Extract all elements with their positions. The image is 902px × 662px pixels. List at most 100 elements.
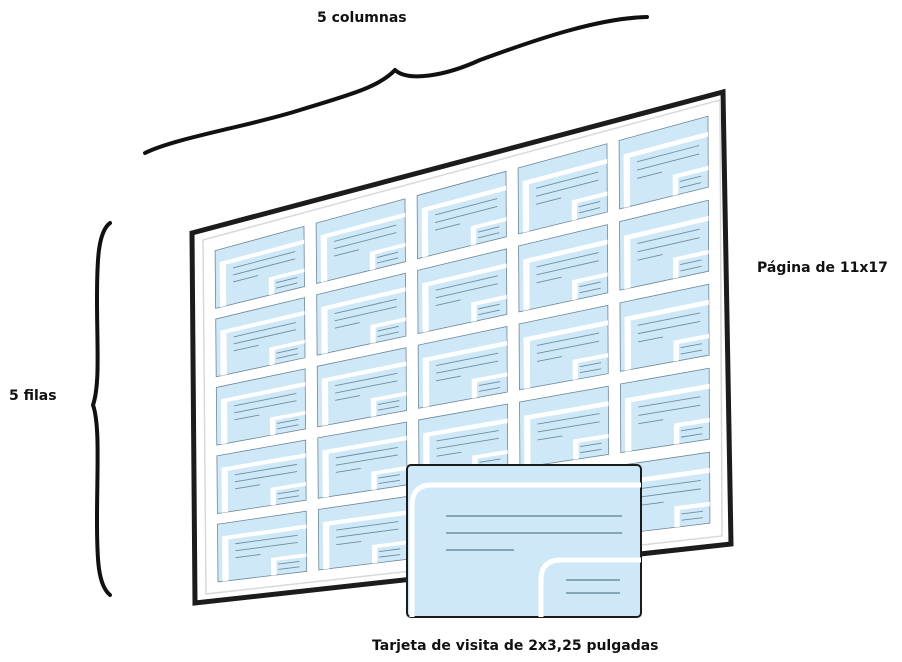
columns-brace (143, 15, 649, 155)
card-text-line (578, 201, 601, 208)
card-text-line (435, 299, 461, 306)
card-accent (268, 268, 305, 296)
card-text-line (637, 237, 700, 253)
card-text-line (378, 474, 400, 479)
card-accent (573, 433, 609, 460)
card-accent (623, 131, 709, 208)
rows-label: 5 filas (9, 388, 57, 404)
card-text-line (234, 393, 297, 407)
card-text-line (478, 309, 500, 316)
card-accent (470, 217, 507, 246)
card-text-line (536, 252, 599, 268)
card-text-line (636, 153, 700, 171)
card-text-line (638, 501, 664, 506)
card-text-line (436, 375, 462, 382)
card-text-line (235, 554, 261, 559)
card-accent (572, 272, 608, 301)
card-accent (321, 287, 406, 355)
card-text-line (275, 282, 298, 289)
card-accent (370, 317, 406, 344)
card-text-line (478, 387, 501, 392)
card-text-line (376, 257, 399, 264)
card-accent (271, 553, 307, 576)
card-text-line (477, 226, 500, 233)
card-text-line (479, 458, 501, 463)
card-text-line (637, 312, 701, 326)
card-text-line (679, 182, 702, 189)
card-accent (220, 310, 305, 376)
card-text-line (333, 224, 397, 242)
card-text-line (376, 251, 399, 258)
card-text-line (336, 540, 362, 546)
card-accent (221, 453, 306, 513)
card-text-line (234, 463, 298, 476)
card-text-line (436, 451, 462, 457)
card-text-line (334, 322, 360, 329)
card-text-line (377, 325, 399, 332)
card-text-line (536, 260, 599, 276)
card-text-line (335, 380, 398, 394)
card-text-line (579, 362, 602, 368)
card-text-line (276, 348, 298, 354)
card-text-line (579, 287, 601, 294)
card-text-line (638, 479, 701, 490)
card-text-line (638, 404, 701, 416)
card-text-line (637, 254, 663, 261)
card-text-line (578, 207, 601, 214)
card-text-line (335, 447, 398, 459)
card-text-line (234, 484, 260, 490)
card-text-line (435, 283, 498, 299)
card-text-line (537, 421, 600, 433)
columns-label: 5 columnas (317, 10, 407, 26)
card-accent (269, 339, 305, 366)
card-text-line (536, 332, 600, 346)
card-text-line (435, 275, 498, 291)
card-text-line (379, 554, 401, 558)
card-text-line (234, 414, 260, 421)
card-text-line (233, 329, 297, 345)
card-text-line (334, 298, 397, 315)
card-text-line (235, 534, 298, 545)
card-text-line (277, 419, 299, 424)
card-accent (673, 417, 710, 445)
card-text-line (335, 468, 361, 473)
card-text-line (334, 249, 360, 257)
card-text-line (580, 448, 602, 454)
card-accent (624, 299, 709, 371)
card-text-line (638, 396, 701, 408)
card-text-line (335, 454, 398, 466)
card-text-line (636, 145, 700, 163)
card-accent (624, 215, 709, 290)
business-card-enlarged (406, 464, 642, 618)
card-accent (421, 185, 507, 258)
card-text-line (679, 175, 702, 182)
card-text-line (637, 336, 663, 343)
card-accent (220, 382, 306, 445)
card-text-line (579, 368, 602, 374)
small-card (317, 496, 408, 571)
card-text-line (277, 424, 299, 430)
card-text-line (277, 489, 300, 495)
card-text-line (536, 340, 600, 354)
card-text-line (536, 356, 563, 362)
card-text-line (535, 171, 599, 189)
card-accent (673, 249, 709, 279)
card-text-line (333, 232, 397, 250)
card-text-line (680, 343, 703, 349)
card-text-line (233, 322, 296, 338)
card-text-line (638, 488, 701, 498)
card-text-line (477, 232, 500, 239)
card-text-line (537, 435, 563, 441)
card-accent (422, 263, 507, 333)
page-size-label: Página de 11x17 (757, 260, 888, 276)
card-text-line (478, 381, 501, 387)
card-text-line (478, 303, 500, 310)
card-text-line (536, 276, 562, 284)
card-text-line (638, 419, 664, 425)
card-text-line (335, 395, 361, 401)
card-text-line (235, 542, 298, 552)
card-text-line (275, 277, 298, 284)
card-text-line (436, 360, 499, 374)
card-text-line (680, 259, 702, 266)
